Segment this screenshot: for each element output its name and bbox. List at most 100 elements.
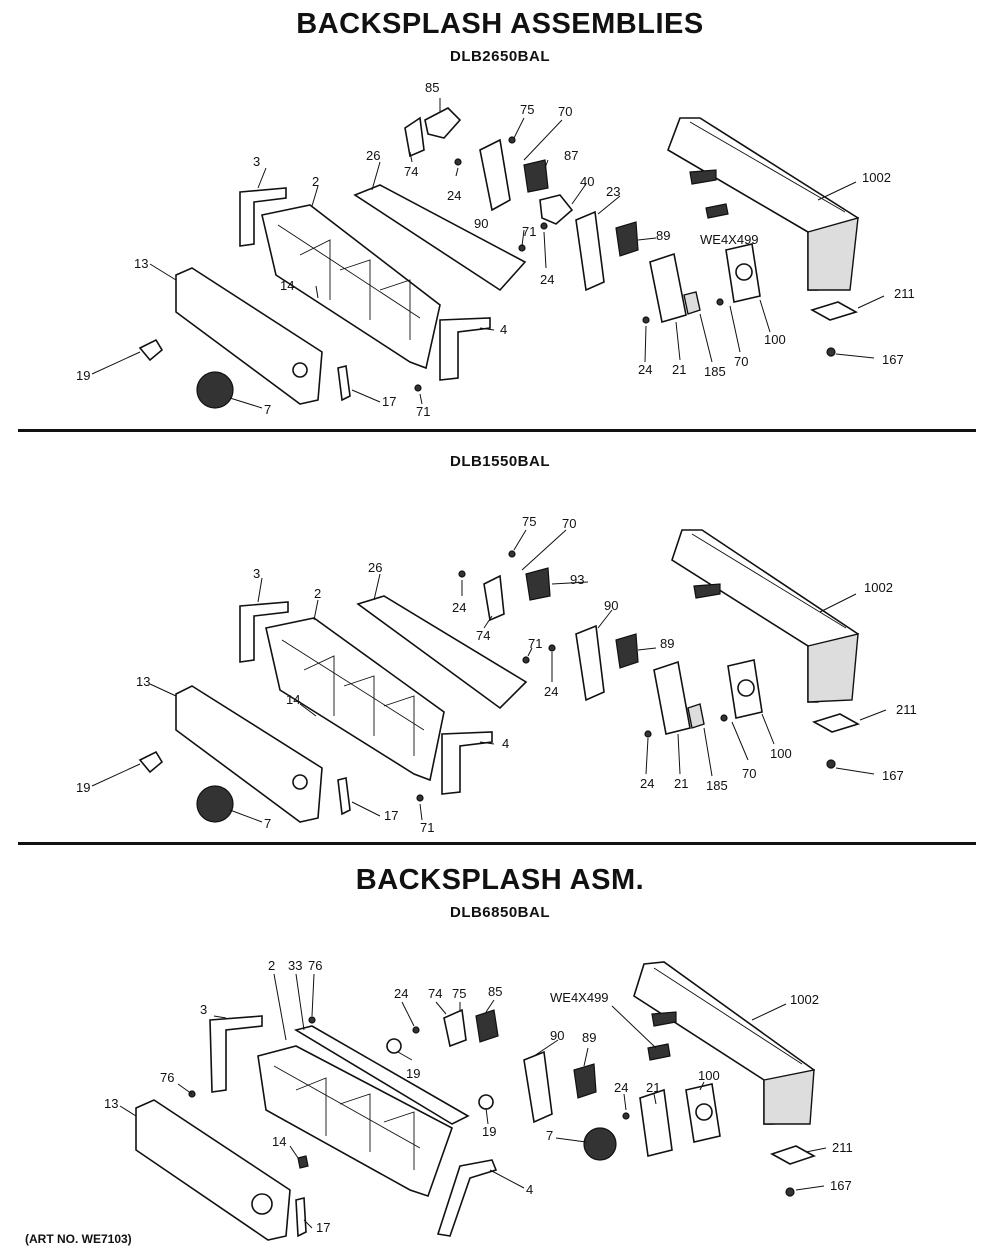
section-divider-2 (18, 842, 976, 845)
callout: 4 (502, 736, 509, 751)
callout: 21 (646, 1080, 660, 1095)
screw-71 (414, 384, 422, 392)
callout: 85 (488, 984, 502, 999)
part-switch-bracket (483, 574, 505, 622)
callout: 21 (674, 776, 688, 791)
part-end-bracket-left (239, 187, 287, 247)
assembly-dlb6850bal: 2 33 76 24 74 75 85 WE4X499 1002 3 19 90… (104, 958, 853, 1241)
callout: 167 (882, 768, 904, 783)
part-screw-167 (785, 1187, 795, 1197)
part-mount-plate (523, 1050, 553, 1124)
callout: 4 (500, 322, 507, 337)
callout: 24 (540, 272, 554, 287)
callout: 3 (200, 1002, 207, 1017)
callout: 2 (314, 586, 321, 601)
screw-76 (308, 1016, 316, 1024)
screw-24 (540, 222, 548, 230)
part-timer-knob (196, 785, 234, 823)
part-switch-89 (615, 633, 639, 669)
part-control-panel (135, 1099, 291, 1241)
part-end-bracket-right (436, 1159, 498, 1237)
part-end-cap (667, 117, 860, 291)
screw-71 (522, 656, 530, 664)
assembly-dlb1550bal: 75 70 93 24 3 26 2 74 1002 90 89 71 24 1… (76, 514, 917, 835)
callout: 71 (528, 636, 542, 651)
callout: 167 (830, 1178, 852, 1193)
part-switch-bracket (479, 138, 511, 212)
callout: 76 (308, 958, 322, 973)
screw-24 (412, 1026, 420, 1034)
screw-71 (416, 794, 424, 802)
part-knob-19 (478, 1094, 494, 1110)
callout: 70 (734, 354, 748, 369)
callout: 75 (522, 514, 536, 529)
part-knob-19 (386, 1038, 402, 1054)
callout: 13 (134, 256, 148, 271)
part-we4x499 (705, 203, 729, 219)
callout: 26 (368, 560, 382, 575)
callout: 74 (404, 164, 418, 179)
callout: 24 (452, 600, 466, 615)
screw-24 (548, 644, 556, 652)
callout: 3 (253, 154, 260, 169)
callout: 7 (264, 816, 271, 831)
part-top-trim (293, 1025, 470, 1125)
part-backsplash-panel (257, 1045, 453, 1198)
screw-24 (454, 158, 462, 166)
callout: 2 (268, 958, 275, 973)
part-switch-89 (615, 221, 639, 257)
callout: 19 (76, 780, 90, 795)
callout: 211 (832, 1140, 853, 1155)
callout: 1002 (864, 580, 893, 595)
part-handle (337, 777, 351, 816)
part-knob-small (138, 338, 164, 362)
callout: 7 (546, 1128, 553, 1143)
part-end-bracket-left (239, 601, 289, 663)
callout: 75 (452, 986, 466, 1001)
callout: 185 (704, 364, 726, 379)
part-timer-knob (196, 371, 234, 409)
part-screw-167 (826, 347, 836, 357)
screw-75 (508, 136, 516, 144)
part-control-panel (175, 267, 323, 405)
part-timer (725, 243, 761, 303)
part-handle (295, 1196, 307, 1238)
callout: 19 (406, 1066, 420, 1081)
part-hinge-211 (770, 1145, 816, 1165)
part-top-trim (353, 184, 527, 292)
part-switch-85 (424, 107, 462, 139)
callout: 167 (882, 352, 904, 367)
callout: 71 (420, 820, 434, 835)
callout: 89 (582, 1030, 596, 1045)
part-timer (727, 659, 763, 719)
part-switch-93 (525, 567, 551, 601)
screw-24 (642, 316, 650, 324)
part-clip-14 (297, 1155, 309, 1169)
callout: 211 (896, 702, 917, 717)
part-switch-bracket-74 (443, 1008, 467, 1048)
part-screw-167 (826, 759, 836, 769)
callout: 7 (264, 402, 271, 417)
callout: 24 (640, 776, 654, 791)
part-timer-plate (653, 660, 691, 735)
callout: 71 (416, 404, 430, 419)
callout: 70 (558, 104, 572, 119)
callout: 21 (672, 362, 686, 377)
model-heading-3: DLB6850BAL (449, 904, 551, 921)
part-mount-plate (575, 210, 605, 292)
part-end-cap (633, 961, 816, 1125)
screw-75 (508, 550, 516, 558)
callout: 14 (280, 278, 294, 293)
part-timer-plate (639, 1088, 673, 1157)
callout: 100 (770, 746, 792, 761)
part-handle (337, 365, 351, 402)
callout: 24 (447, 188, 461, 203)
screw-24 (644, 730, 652, 738)
callout: 90 (604, 598, 618, 613)
callout: 24 (394, 986, 408, 1001)
callout: 211 (894, 286, 915, 301)
part-hinge-211 (811, 713, 861, 733)
callout: 93 (570, 572, 584, 587)
part-timer-plate (649, 252, 687, 324)
